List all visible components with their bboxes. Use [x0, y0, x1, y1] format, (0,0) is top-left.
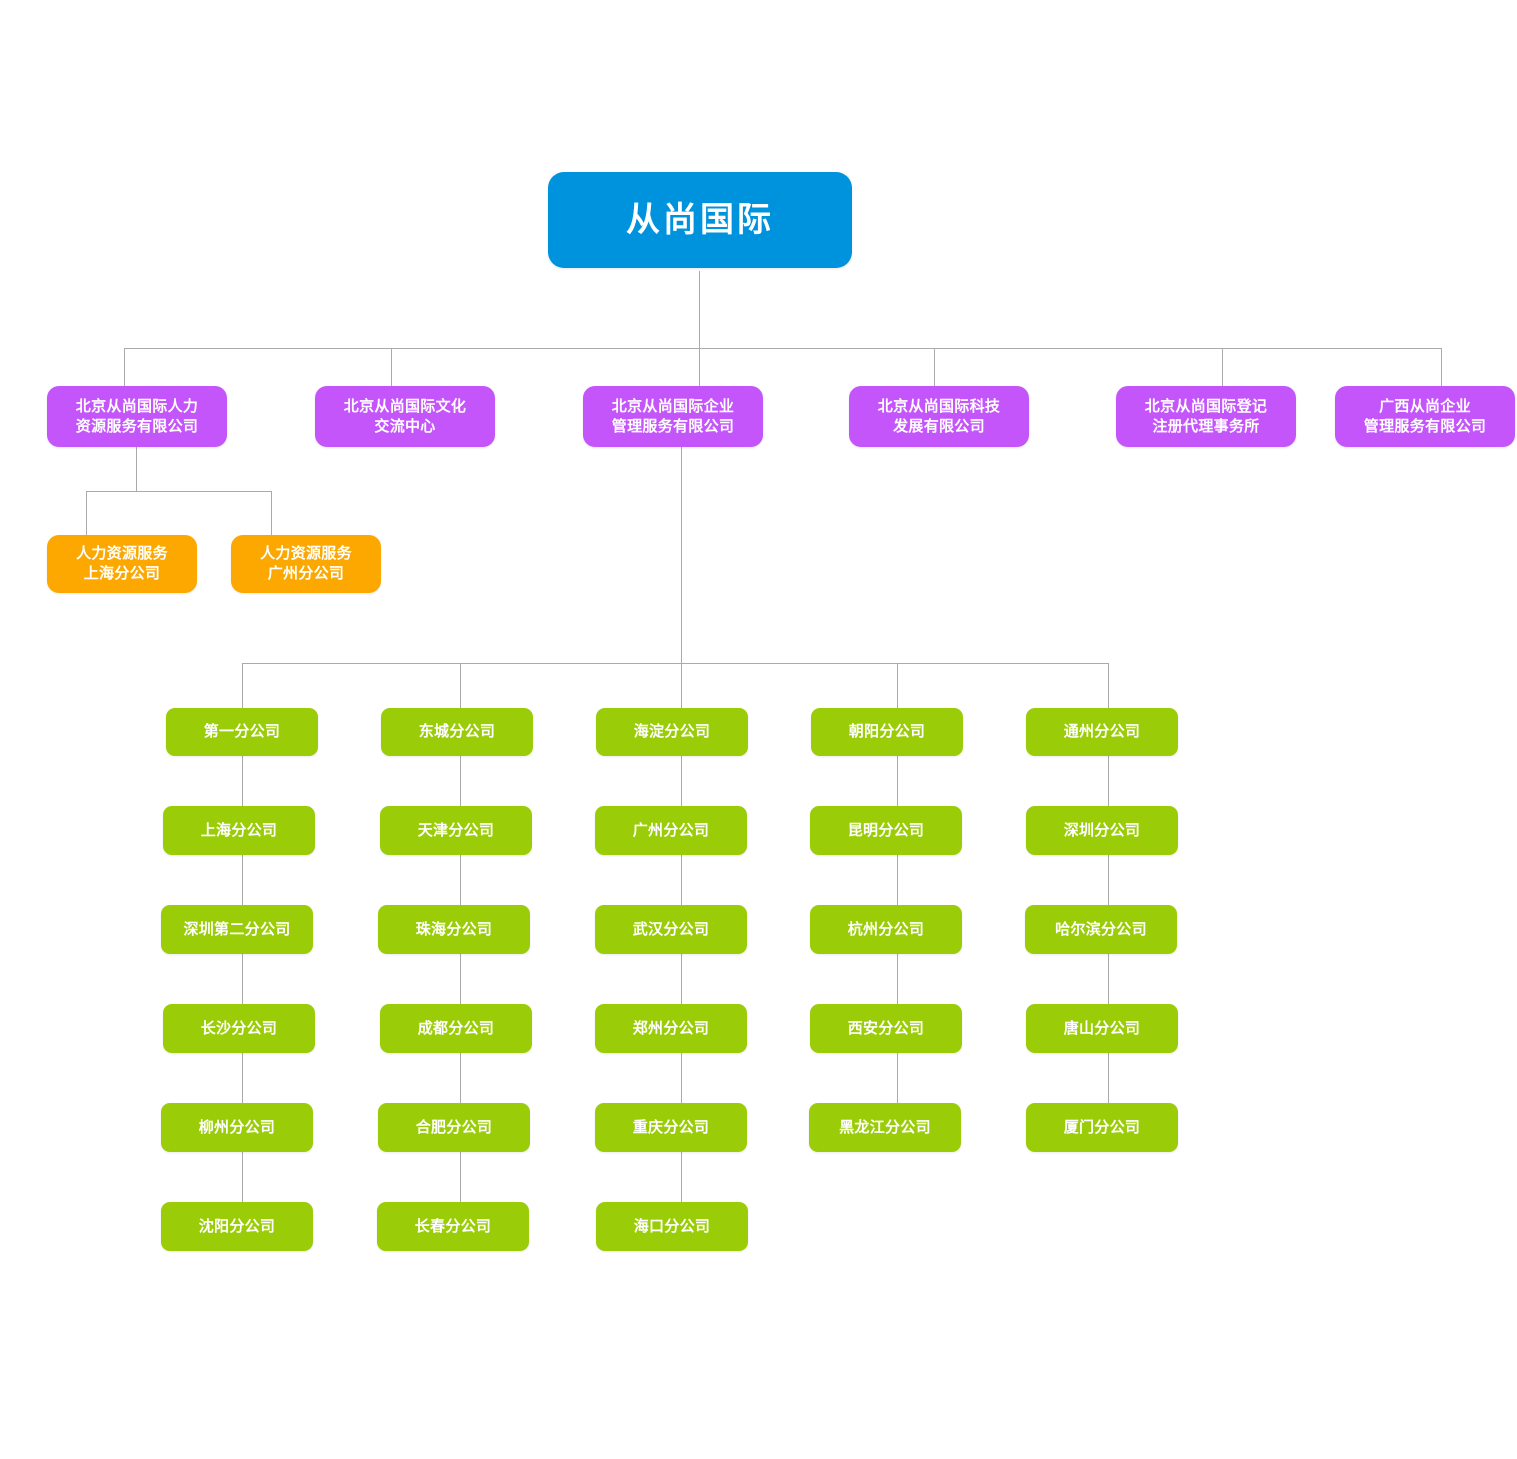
connector-chain-col3-3 — [681, 954, 682, 1004]
connector-chain-col2-1 — [460, 756, 461, 806]
org-node-branch[interactable]: 朝阳分公司 — [811, 708, 963, 756]
org-node-root[interactable]: 从尚国际 — [548, 172, 852, 268]
org-node-branch[interactable]: 长春分公司 — [377, 1202, 529, 1251]
connector-chain-col3-2 — [681, 855, 682, 905]
connector-drop-division-1 — [124, 348, 125, 386]
org-node-branch[interactable]: 上海分公司 — [163, 806, 315, 855]
org-node-branch[interactable]: 深圳第二分公司 — [161, 905, 313, 954]
connector-division-bus — [124, 348, 1442, 349]
org-node-branch[interactable]: 厦门分公司 — [1026, 1103, 1178, 1152]
org-node-branch[interactable]: 杭州分公司 — [810, 905, 962, 954]
connector-chain-col2-2 — [460, 855, 461, 905]
connector-chain-col2-5 — [460, 1152, 461, 1202]
org-node-branch[interactable]: 武汉分公司 — [595, 905, 747, 954]
org-node-branch[interactable]: 昆明分公司 — [810, 806, 962, 855]
connector-branch-bus — [242, 663, 1108, 664]
connector-hr-bus — [86, 491, 272, 492]
connector-chain-col1-4 — [242, 1053, 243, 1103]
connector-chain-col5-4 — [1108, 1053, 1109, 1103]
connector-chain-col1-3 — [242, 954, 243, 1004]
org-node-division-enterprise[interactable]: 北京从尚国际企业 管理服务有限公司 — [583, 386, 763, 447]
org-node-branch[interactable]: 海淀分公司 — [596, 708, 748, 756]
connector-chain-col2-3 — [460, 954, 461, 1004]
connector-chain-col3-5 — [681, 1152, 682, 1202]
org-node-division-registry[interactable]: 北京从尚国际登记 注册代理事务所 — [1116, 386, 1296, 447]
connector-chain-col4-1 — [897, 756, 898, 806]
connector-chain-col4-4 — [897, 1053, 898, 1103]
org-node-branch[interactable]: 海口分公司 — [596, 1202, 748, 1251]
org-node-branch[interactable]: 合肥分公司 — [378, 1103, 530, 1152]
org-node-branch[interactable]: 通州分公司 — [1026, 708, 1178, 756]
connector-chain-col5-1 — [1108, 756, 1109, 806]
org-node-division-tech[interactable]: 北京从尚国际科技 发展有限公司 — [849, 386, 1029, 447]
connector-drop-branch-col-2 — [460, 663, 461, 708]
connector-drop-branch-col-3 — [681, 663, 682, 708]
connector-enterprise-stem — [681, 447, 682, 664]
connector-chain-col3-1 — [681, 756, 682, 806]
org-node-subsidiary-hr-guangzhou[interactable]: 人力资源服务 广州分公司 — [231, 535, 381, 593]
connector-chain-col3-4 — [681, 1053, 682, 1103]
org-node-branch[interactable]: 郑州分公司 — [595, 1004, 747, 1053]
org-node-branch[interactable]: 唐山分公司 — [1026, 1004, 1178, 1053]
connector-root-stem — [699, 271, 700, 349]
connector-drop-branch-col-5 — [1108, 663, 1109, 708]
org-node-division-culture[interactable]: 北京从尚国际文化 交流中心 — [315, 386, 495, 447]
connector-chain-col4-3 — [897, 954, 898, 1004]
connector-drop-division-4 — [934, 348, 935, 386]
org-node-division-hr[interactable]: 北京从尚国际人力 资源服务有限公司 — [47, 386, 227, 447]
org-node-branch[interactable]: 西安分公司 — [810, 1004, 962, 1053]
connector-drop-hr-sub-2 — [271, 491, 272, 535]
org-node-branch[interactable]: 成都分公司 — [380, 1004, 532, 1053]
org-node-branch[interactable]: 第一分公司 — [166, 708, 318, 756]
connector-hr-stem — [136, 447, 137, 491]
org-node-subsidiary-hr-shanghai[interactable]: 人力资源服务 上海分公司 — [47, 535, 197, 593]
org-node-branch[interactable]: 长沙分公司 — [163, 1004, 315, 1053]
org-node-branch[interactable]: 重庆分公司 — [595, 1103, 747, 1152]
connector-chain-col5-3 — [1108, 954, 1109, 1004]
connector-chain-col4-2 — [897, 855, 898, 905]
connector-drop-hr-sub-1 — [86, 491, 87, 535]
org-node-branch[interactable]: 沈阳分公司 — [161, 1202, 313, 1251]
org-node-branch[interactable]: 哈尔滨分公司 — [1025, 905, 1177, 954]
connector-drop-branch-col-1 — [242, 663, 243, 708]
connector-chain-col5-2 — [1108, 855, 1109, 905]
connector-chain-col2-4 — [460, 1053, 461, 1103]
org-node-branch[interactable]: 天津分公司 — [380, 806, 532, 855]
org-node-branch[interactable]: 广州分公司 — [595, 806, 747, 855]
connector-drop-division-5 — [1222, 348, 1223, 386]
org-node-branch[interactable]: 东城分公司 — [381, 708, 533, 756]
org-node-branch[interactable]: 深圳分公司 — [1026, 806, 1178, 855]
connector-drop-division-6 — [1441, 348, 1442, 386]
org-node-branch[interactable]: 黑龙江分公司 — [809, 1103, 961, 1152]
connector-chain-col1-1 — [242, 756, 243, 806]
connector-chain-col1-5 — [242, 1152, 243, 1202]
org-node-branch[interactable]: 珠海分公司 — [378, 905, 530, 954]
org-node-division-guangxi[interactable]: 广西从尚企业 管理服务有限公司 — [1335, 386, 1515, 447]
connector-drop-division-2 — [391, 348, 392, 386]
connector-drop-branch-col-4 — [897, 663, 898, 708]
connector-drop-division-3 — [699, 348, 700, 386]
connector-chain-col1-2 — [242, 855, 243, 905]
org-node-branch[interactable]: 柳州分公司 — [161, 1103, 313, 1152]
